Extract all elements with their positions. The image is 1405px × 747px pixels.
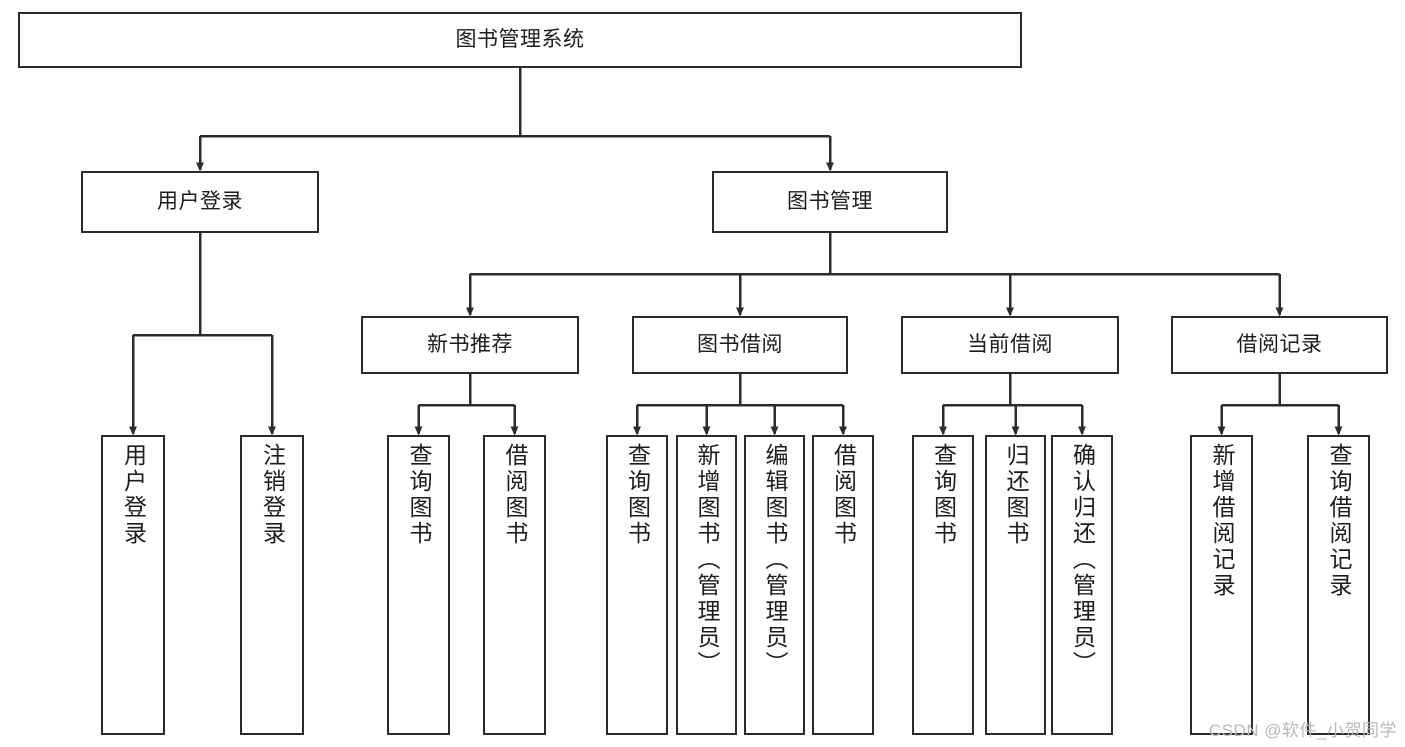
node-label: 图书管理 <box>787 189 873 213</box>
node-leaf-rec-1[interactable]: 查询图书 <box>387 435 450 735</box>
node-leaf-rec-2[interactable]: 借阅图书 <box>483 435 546 735</box>
node-label: 查询图书 <box>930 443 957 547</box>
node-label: 用户登录 <box>157 189 243 213</box>
node-label: 注销登录 <box>259 443 286 547</box>
node-leaf-bor-4[interactable]: 借阅图书 <box>812 435 874 735</box>
node-label: 借阅图书 <box>502 443 528 547</box>
node-label: 图书管理系统 <box>455 27 585 51</box>
node-label: 归还图书 <box>1003 443 1029 547</box>
node-label: 当前借阅 <box>967 332 1053 356</box>
node-leaf-cur-2[interactable]: 归还图书 <box>985 435 1046 735</box>
node-label: 用户登录 <box>120 443 147 547</box>
node-records[interactable]: 借阅记录 <box>1171 316 1388 374</box>
node-label: 查询借阅记录 <box>1326 443 1352 599</box>
node-label: 借阅图书 <box>830 443 857 547</box>
node-label: 查询图书 <box>406 443 432 547</box>
node-label: 确认归还（管理员） <box>1069 443 1096 677</box>
node-label: 借阅记录 <box>1236 332 1323 356</box>
node-label: 新增借阅记录 <box>1209 443 1235 599</box>
node-borrow[interactable]: 图书借阅 <box>632 316 848 374</box>
node-label: 新书推荐 <box>427 332 513 356</box>
node-leaf-login-2[interactable]: 注销登录 <box>240 435 304 735</box>
node-leaf-bor-1[interactable]: 查询图书 <box>606 435 668 735</box>
node-login[interactable]: 用户登录 <box>81 171 319 233</box>
node-leaf-rcd-2[interactable]: 查询借阅记录 <box>1307 435 1370 735</box>
node-leaf-bor-3[interactable]: 编辑图书（管理员） <box>744 435 805 735</box>
node-bookmgmt[interactable]: 图书管理 <box>712 171 948 233</box>
node-leaf-bor-2[interactable]: 新增图书（管理员） <box>676 435 737 735</box>
connector-group <box>129 68 1343 436</box>
node-leaf-cur-1[interactable]: 查询图书 <box>912 435 974 735</box>
node-label: 图书借阅 <box>697 332 783 356</box>
node-recommend[interactable]: 新书推荐 <box>361 316 579 374</box>
node-root[interactable]: 图书管理系统 <box>18 12 1022 68</box>
node-label: 新增图书（管理员） <box>694 443 720 677</box>
node-label: 查询图书 <box>624 443 651 547</box>
node-leaf-cur-3[interactable]: 确认归还（管理员） <box>1051 435 1113 735</box>
node-leaf-rcd-1[interactable]: 新增借阅记录 <box>1190 435 1253 735</box>
node-leaf-login-1[interactable]: 用户登录 <box>101 435 165 735</box>
node-label: 编辑图书（管理员） <box>762 443 788 677</box>
node-current[interactable]: 当前借阅 <box>901 316 1119 374</box>
